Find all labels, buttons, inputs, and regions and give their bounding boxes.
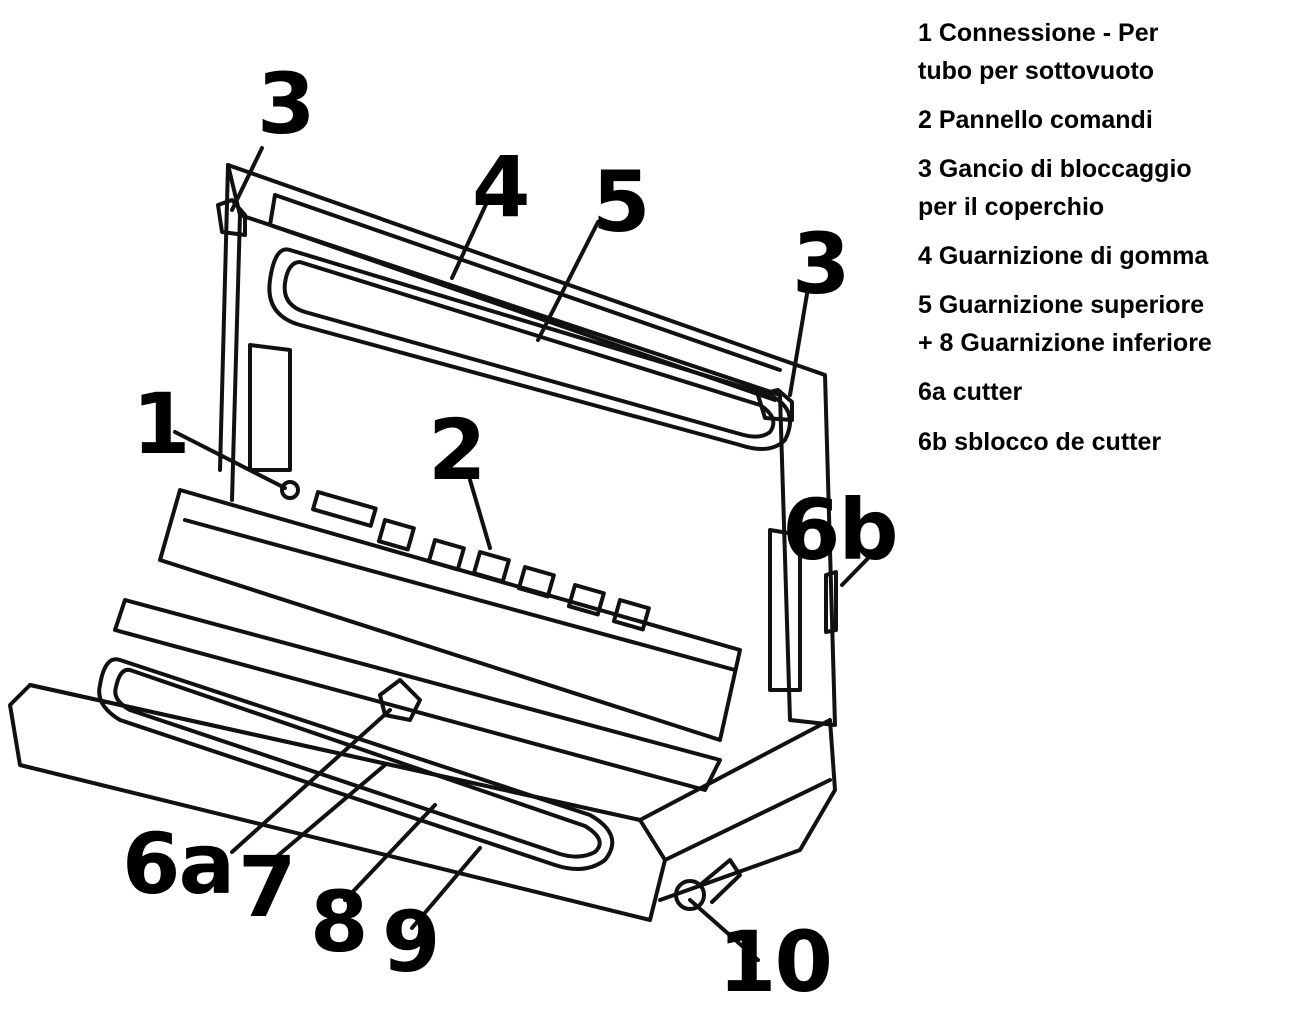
callout-5: 5 (592, 153, 650, 251)
device-diagram: 3 4 5 3 1 2 6b 6a 7 8 9 10 (8, 55, 899, 1004)
legend-item-1-line2: tubo per sottovuoto (918, 57, 1155, 85)
legend-item-6a-text: 6a cutter (918, 378, 1023, 406)
legend-item-3: 3 Gancio di bloccaggio per il coperchio (918, 150, 1296, 226)
leader-4 (450, 198, 490, 280)
legend: 1 Connessione - Per tubo per sottovuoto … (918, 14, 1296, 472)
legend-item-2-text: 2 Pannello comandi (918, 106, 1153, 134)
base-top (158, 488, 742, 742)
callout-9: 9 (382, 893, 440, 991)
callout-7: 7 (238, 838, 296, 936)
legend-item-3-line1: 3 Gancio di bloccaggio (918, 155, 1192, 183)
legend-item-6a: 6a cutter (918, 372, 1296, 412)
leader-10 (688, 898, 760, 962)
legend-item-5: 5 Guarnizione superiore + 8 Guarnizione … (918, 286, 1296, 362)
leader-1 (173, 430, 287, 490)
legend-item-5-line1: 5 Guarnizione superiore (918, 291, 1205, 319)
legend-item-5-line2: + 8 Guarnizione inferiore (918, 329, 1212, 357)
callout-4: 4 (472, 138, 530, 236)
callout-2: 2 (428, 401, 486, 499)
legend-item-3-line2: per il coperchio (918, 193, 1105, 221)
legend-item-2: 2 Pannello comandi (918, 100, 1296, 140)
legend-item-6b-text: 6b sblocco de cutter (918, 428, 1162, 456)
vacuum-sealer-drawing (8, 146, 880, 962)
lock-hook-left (216, 198, 247, 237)
callout-8: 8 (310, 873, 368, 971)
leader-8 (343, 803, 437, 902)
callout-3-left: 3 (257, 55, 315, 153)
cutter-release (824, 570, 838, 634)
leader-7 (273, 763, 387, 860)
control-panel (311, 490, 651, 632)
leader-3-left (230, 146, 264, 212)
legend-item-1-line1: 1 Connessione - Per (918, 19, 1159, 47)
legend-item-4-text: 4 Guarnizione di gomma (918, 242, 1209, 270)
legend-item-6b: 6b sblocco de cutter (918, 422, 1296, 462)
lock-hook-right (756, 388, 794, 422)
legend-item-4: 4 Guarnizione di gomma (918, 236, 1296, 276)
callout-3-right: 3 (792, 215, 850, 313)
upper-gasket (267, 247, 792, 451)
leader-6a (230, 708, 392, 854)
vacuum-connection (280, 480, 300, 500)
leader-5 (536, 220, 600, 342)
leader-9 (410, 846, 482, 930)
callout-1: 1 (132, 375, 190, 473)
lower-gasket (97, 657, 615, 871)
leader-6b (840, 546, 880, 587)
cutter (378, 678, 422, 722)
callout-6b: 6b (782, 481, 899, 579)
callout-6a: 6a (122, 815, 235, 913)
leader-2 (468, 478, 492, 550)
knob (674, 879, 706, 911)
callout-10: 10 (718, 913, 833, 1011)
legend-item-1: 1 Connessione - Per tubo per sottovuoto (918, 14, 1296, 90)
leader-3-right (788, 286, 810, 397)
